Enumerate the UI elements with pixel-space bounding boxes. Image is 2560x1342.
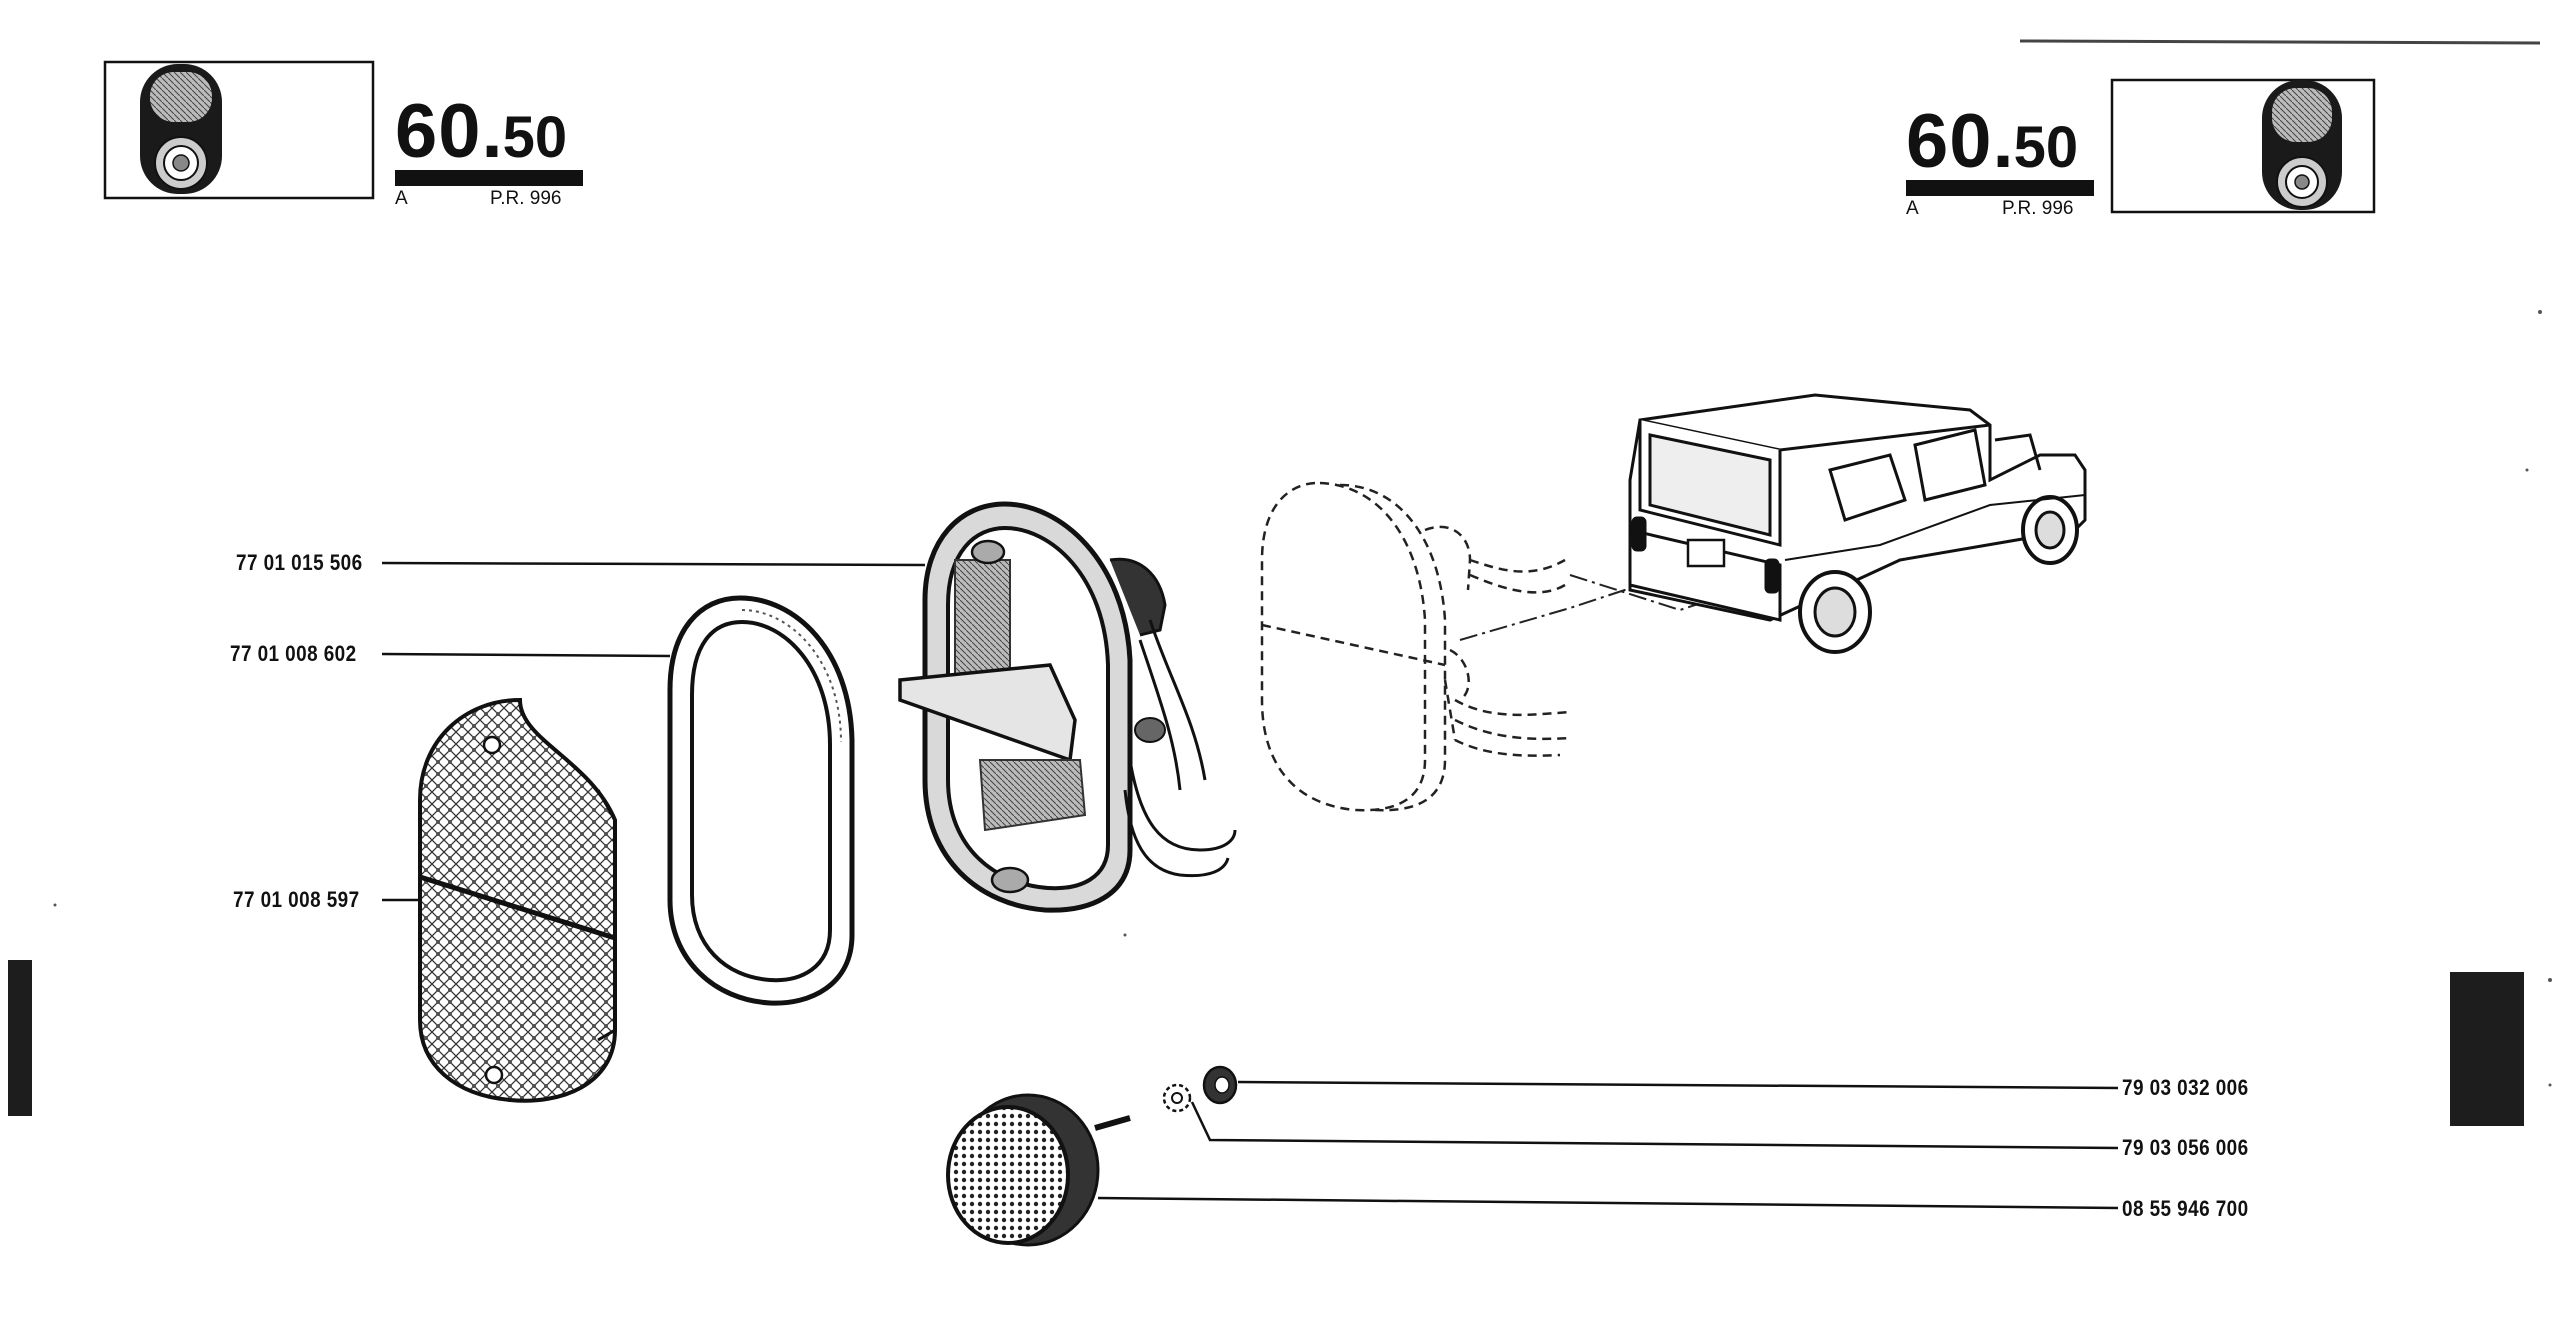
section-dot: . [1992, 99, 2014, 184]
header-right-rule [1906, 180, 2094, 196]
thumb-index-tab-right [2450, 972, 2524, 1126]
leader-line [1190, 1101, 2119, 1150]
part-number-label: 77 01 008 597 [233, 887, 360, 912]
header-left-variant: A [395, 188, 408, 209]
leader-line [381, 652, 671, 658]
part-number-label: 77 01 015 506 [236, 550, 363, 575]
header-left-section-number: 60.50 [395, 94, 567, 170]
header-right-icon-box [2110, 78, 2376, 214]
lamp-housing-drawing [898, 501, 1237, 913]
thumb-index-tab-left [8, 960, 32, 1116]
phantom-housing-drawing [1260, 481, 1571, 812]
tail-lamp-thumbnail-icon [2262, 80, 2342, 210]
vehicle-drawing [1628, 393, 2087, 654]
callout-leaders [381, 561, 2119, 1210]
leader-line [1237, 1080, 2119, 1090]
section-major: 60 [1906, 99, 1993, 184]
section-minor: 50 [2013, 115, 2079, 180]
gasket-drawing [667, 595, 855, 1006]
header-right-section-number: 60.50 [1906, 104, 2078, 180]
scan-specks [53, 310, 2552, 1087]
section-dot: . [481, 89, 503, 174]
washer-drawing [1162, 1083, 1192, 1113]
lens-drawing [418, 697, 617, 1103]
reflector-drawing [946, 1093, 1131, 1247]
part-number-label: 79 03 032 006 [2122, 1075, 2249, 1100]
section-major: 60 [395, 89, 482, 174]
header-left-rule [395, 170, 583, 186]
header-right-variant: A [1906, 198, 1919, 219]
scan-edge-line [2019, 39, 2541, 45]
nut-drawing [1202, 1065, 1238, 1105]
leader-line [1097, 1196, 2119, 1210]
section-minor: 50 [502, 105, 568, 170]
header-left-icon-box [103, 60, 375, 200]
part-number-label: 08 55 946 700 [2122, 1196, 2249, 1221]
part-number-label: 79 03 056 006 [2122, 1135, 2249, 1160]
tail-lamp-thumbnail-icon [140, 64, 222, 194]
header-left-ref: P.R. 996 [490, 188, 562, 209]
header-right-ref: P.R. 996 [2002, 198, 2074, 219]
leader-line [381, 561, 926, 567]
part-number-label: 77 01 008 602 [230, 641, 357, 666]
